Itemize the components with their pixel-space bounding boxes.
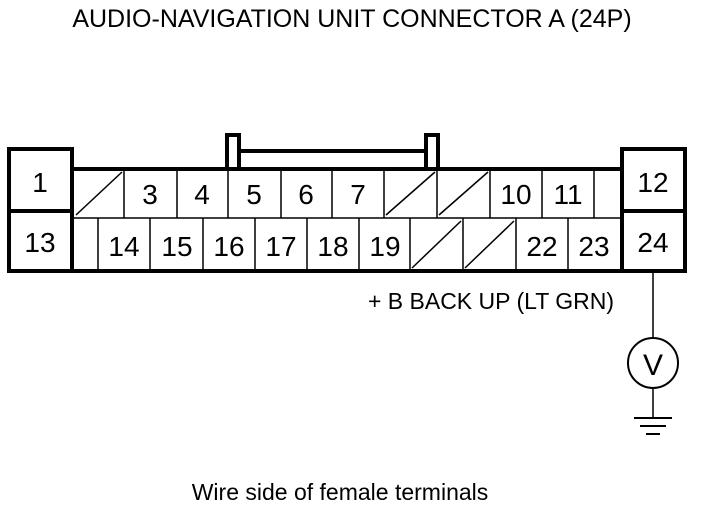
pin-16: 16 [213, 231, 244, 262]
pin-10: 10 [500, 179, 531, 210]
pin-23: 23 [578, 231, 609, 262]
empty-cavity-top-2 [75, 171, 123, 216]
pin-13: 13 [24, 227, 55, 258]
pin-19: 19 [369, 231, 400, 262]
pin-22: 22 [526, 231, 557, 262]
pin-12: 12 [637, 167, 668, 198]
voltmeter-symbol: V [643, 349, 663, 382]
empty-cavity-marks [75, 171, 515, 269]
wire-label: + B BACK UP (LT GRN) [368, 288, 614, 314]
connector-body [7, 147, 687, 273]
top-row-dividers [123, 169, 595, 218]
pin-24: 24 [637, 227, 668, 258]
bottom-row-pins: 13 14 15 16 17 18 19 22 23 24 [24, 227, 668, 262]
pin-17: 17 [265, 231, 296, 262]
diagram-title: AUDIO-NAVIGATION UNIT CONNECTOR A (24P) [72, 5, 631, 33]
pin-11: 11 [553, 179, 582, 210]
empty-cavity-bottom-21 [464, 220, 515, 269]
pin-6: 6 [298, 179, 314, 210]
pin-1: 1 [32, 167, 48, 198]
pin-14: 14 [108, 231, 139, 262]
empty-cavity-top-9 [438, 171, 489, 216]
pin-4: 4 [194, 179, 210, 210]
pin-7: 7 [350, 179, 366, 210]
bottom-row-dividers [97, 218, 569, 271]
pin-5: 5 [246, 179, 262, 210]
locking-tab [225, 133, 440, 171]
pin-3: 3 [142, 179, 158, 210]
pin-18: 18 [317, 231, 348, 262]
top-row-pins: 1 3 4 5 6 7 10 11 12 [32, 167, 668, 210]
empty-cavity-bottom-20 [411, 220, 462, 269]
voltmeter-icon: V [627, 337, 679, 389]
empty-cavity-top-8 [385, 171, 436, 216]
ground-icon [634, 417, 672, 435]
pin-15: 15 [161, 231, 192, 262]
diagram-caption: Wire side of female terminals [192, 479, 489, 505]
